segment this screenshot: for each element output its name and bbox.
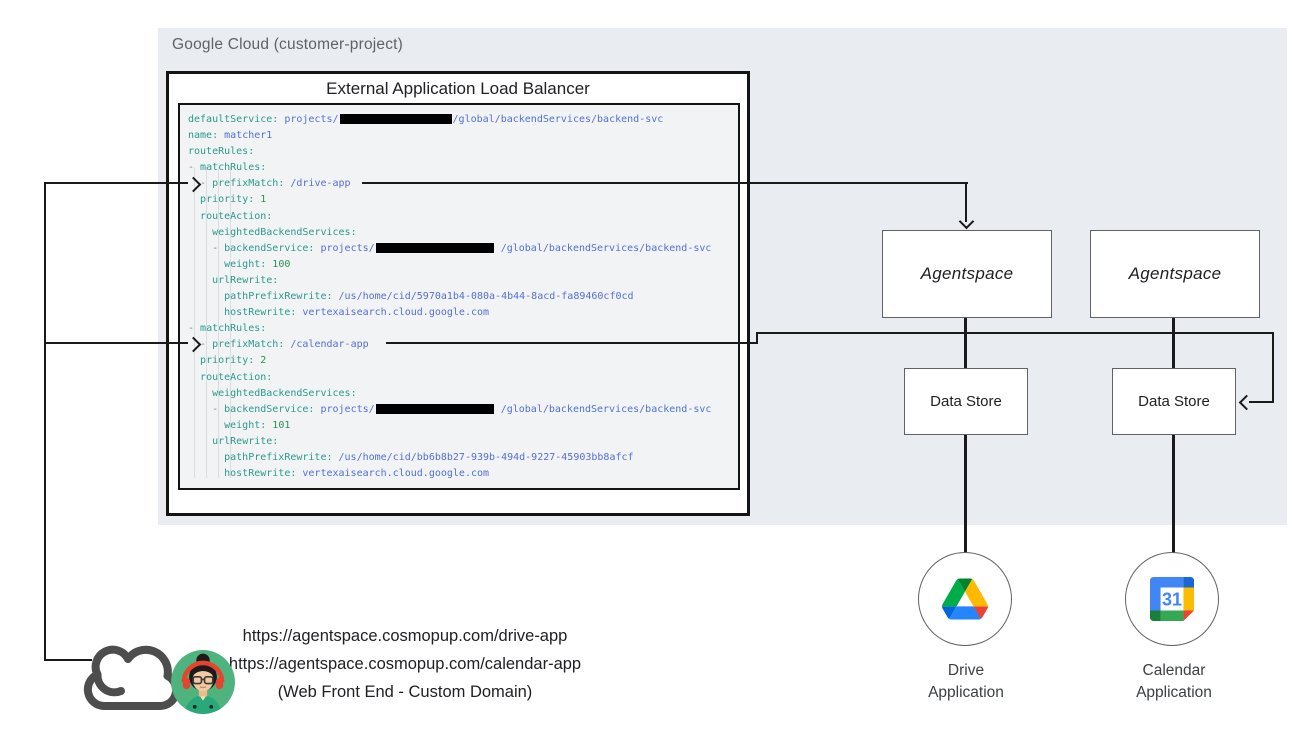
user-avatar	[171, 650, 235, 714]
url-map-config-box: defaultService: projects//global/backend…	[178, 103, 740, 490]
drive-app-label-line1: Drive	[947, 662, 985, 679]
frontend-urls: https://agentspace.cosmopup.com/drive-ap…	[205, 622, 605, 706]
connector-drive-route-h	[362, 182, 968, 184]
connector-calendar-route-v	[1272, 332, 1274, 403]
drive-app-node	[918, 552, 1012, 646]
connector-calendar-route-jog	[756, 332, 758, 344]
connector-drive-entry	[44, 182, 188, 184]
agentspace-2-label: Agentspace	[1128, 264, 1222, 283]
calendar-app-node: 31	[1125, 552, 1219, 646]
calendar-app-label-line1: Calendar	[1142, 662, 1206, 679]
frontend-url-calendar: https://agentspace.cosmopup.com/calendar…	[228, 655, 582, 673]
connector-calendar-route-h3	[1249, 401, 1274, 403]
yaml-code: defaultService: projects//global/backend…	[188, 114, 712, 480]
calendar-day-number: 31	[1162, 590, 1182, 610]
datastore-node-2: Data Store	[1112, 368, 1236, 435]
load-balancer-title: External Application Load Balancer	[326, 79, 590, 98]
frontend-caption: (Web Front End - Custom Domain)	[277, 683, 533, 701]
connector-user-cloud	[44, 659, 92, 661]
agentspace-node-1: Agentspace	[882, 230, 1052, 318]
drive-icon	[942, 578, 988, 620]
calendar-app-label-line2: Application	[1136, 684, 1212, 701]
calendar-app-label: Calendar Application	[1104, 660, 1244, 704]
connector-datastore1-drive	[964, 435, 967, 553]
connector-agentspace1-datastore1	[964, 318, 967, 368]
connector-drive-route-v	[965, 182, 967, 222]
indent-guide	[194, 167, 195, 478]
connector-datastore2-calendar	[1172, 435, 1175, 553]
indent-guide	[206, 167, 207, 478]
panel-title: Google Cloud (customer-project)	[172, 36, 404, 53]
datastore-node-1: Data Store	[904, 368, 1028, 435]
drive-app-label-line2: Application	[928, 684, 1004, 701]
connector-calendar-entry	[44, 342, 188, 344]
calendar-icon: 31	[1150, 577, 1194, 621]
drive-app-label: Drive Application	[896, 660, 1036, 704]
redaction-bar	[375, 403, 494, 414]
agentspace-1-label: Agentspace	[920, 264, 1014, 283]
indent-guide	[230, 167, 231, 478]
connector-calendar-route-h1	[386, 342, 758, 344]
connector-calendar-route-h2	[756, 332, 1274, 334]
redaction-bar	[339, 114, 452, 124]
connector-user-rail	[44, 182, 46, 661]
frontend-url-drive: https://agentspace.cosmopup.com/drive-ap…	[242, 627, 568, 645]
agentspace-node-2: Agentspace	[1090, 230, 1260, 318]
datastore-2-label: Data Store	[1138, 393, 1210, 410]
indent-guide	[218, 167, 219, 478]
connector-agentspace2-datastore2	[1172, 318, 1175, 368]
redaction-bar	[375, 242, 494, 253]
datastore-1-label: Data Store	[930, 393, 1002, 410]
